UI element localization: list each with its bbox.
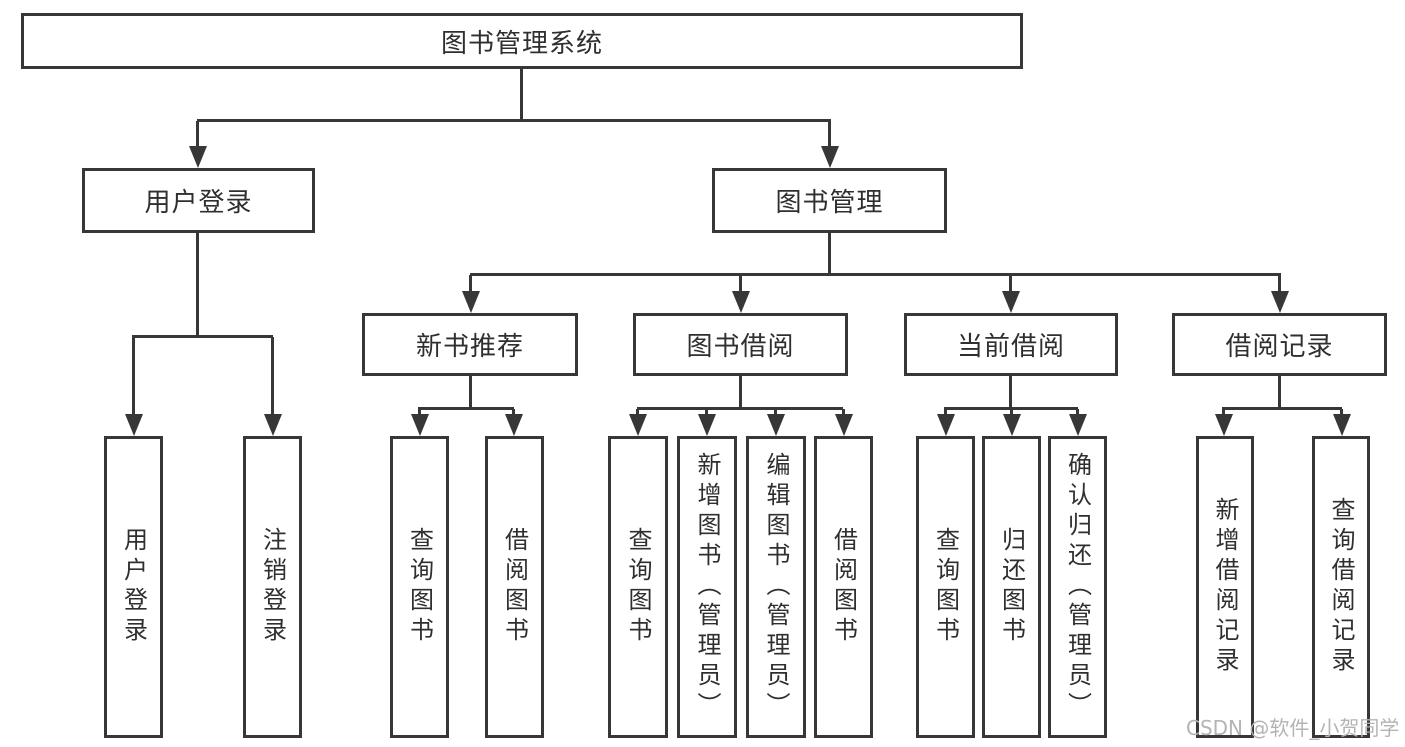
connector-line [469, 275, 472, 292]
arrow-down-icon [125, 414, 143, 436]
node-new-book-recommend: 新书推荐 [362, 313, 578, 376]
connector-line [197, 119, 831, 122]
leaf-label: 查询图书 [931, 527, 960, 647]
connector-line [705, 409, 708, 416]
arrow-down-icon [505, 414, 523, 436]
connector-line [1340, 409, 1343, 416]
leaf-label: 借阅图书 [500, 527, 529, 647]
leaf-query-books-recommend: 查询图书 [390, 436, 449, 738]
arrow-down-icon [629, 414, 647, 436]
node-user-login: 用户登录 [82, 168, 315, 233]
leaf-query-books-borrow: 查询图书 [608, 436, 668, 738]
connector-line [1076, 409, 1079, 416]
connector-line [196, 233, 199, 335]
leaf-label: 查询图书 [624, 527, 652, 647]
arrow-down-icon [189, 146, 207, 168]
leaf-return-books: 归还图书 [982, 436, 1041, 738]
connector-line [842, 409, 845, 416]
leaf-borrow-books: 借阅图书 [814, 436, 873, 738]
leaf-add-borrow-record: 新增借阅记录 [1196, 436, 1254, 738]
leaf-label: 新增图书（管理员） [693, 452, 721, 722]
connector-line [196, 121, 199, 147]
node-current-borrow: 当前借阅 [904, 313, 1118, 376]
arrow-down-icon [1215, 414, 1233, 436]
arrow-down-icon [1271, 291, 1289, 313]
leaf-label: 编辑图书（管理员） [762, 452, 790, 722]
connector-line [271, 337, 274, 415]
arrow-down-icon [411, 414, 429, 436]
leaf-label: 借阅图书 [829, 527, 858, 647]
leaf-label: 用户登录 [119, 527, 148, 647]
leaf-logout: 注销登录 [243, 436, 302, 738]
connector-line [739, 376, 742, 407]
arrow-down-icon [264, 414, 282, 436]
connector-line [828, 121, 831, 147]
arrow-down-icon [767, 414, 785, 436]
leaf-user-login: 用户登录 [104, 436, 163, 738]
arrow-down-icon [1333, 414, 1351, 436]
connector-line [132, 335, 273, 338]
connector-line [418, 409, 421, 416]
connector-line [470, 273, 1281, 276]
leaf-label: 新增借阅记录 [1211, 497, 1239, 677]
node-book-borrow: 图书借阅 [633, 313, 848, 376]
connector-line [944, 409, 947, 416]
leaf-label: 归还图书 [997, 527, 1026, 647]
leaf-confirm-return-admin: 确认归还（管理员） [1048, 436, 1107, 738]
arrow-down-icon [937, 414, 955, 436]
leaf-edit-books-admin: 编辑图书（管理员） [746, 436, 806, 738]
connector-line [1009, 376, 1012, 407]
connector-line [469, 376, 472, 407]
leaf-add-books-admin: 新增图书（管理员） [677, 436, 737, 738]
connector-line [636, 409, 639, 416]
arrow-down-icon [462, 291, 480, 313]
leaf-query-borrow-record: 查询借阅记录 [1312, 436, 1370, 738]
connector-line [1009, 275, 1012, 292]
arrow-down-icon [1002, 291, 1020, 313]
arrow-down-icon [835, 414, 853, 436]
leaf-query-books-current: 查询图书 [916, 436, 975, 738]
connector-line [132, 337, 135, 415]
leaf-borrow-books-recommend: 借阅图书 [485, 436, 544, 738]
arrow-down-icon [1003, 414, 1021, 436]
node-root: 图书管理系统 [21, 13, 1023, 69]
arrow-down-icon [732, 291, 750, 313]
node-book-management: 图书管理 [712, 168, 947, 233]
connector-line [1010, 409, 1013, 416]
arrow-down-icon [821, 146, 839, 168]
connector-line [1278, 376, 1281, 407]
connector-line [944, 407, 1078, 410]
node-borrow-records: 借阅记录 [1172, 313, 1387, 376]
leaf-label: 确认归还（管理员） [1063, 452, 1092, 722]
leaf-label: 注销登录 [258, 527, 287, 647]
watermark: CSDN @软件_小贺同学 [1186, 716, 1400, 740]
connector-line [520, 69, 523, 119]
connector-line [637, 407, 843, 410]
leaf-label: 查询借阅记录 [1327, 497, 1355, 677]
connector-line [774, 409, 777, 416]
arrow-down-icon [1069, 414, 1087, 436]
leaf-label: 查询图书 [405, 527, 434, 647]
connector-line [1222, 407, 1342, 410]
connector-line [1222, 409, 1225, 416]
arrow-down-icon [698, 414, 716, 436]
connector-line [512, 409, 515, 416]
connector-line [1278, 275, 1281, 292]
connector-line [828, 233, 831, 273]
connector-line [739, 275, 742, 292]
connector-line [418, 407, 514, 410]
